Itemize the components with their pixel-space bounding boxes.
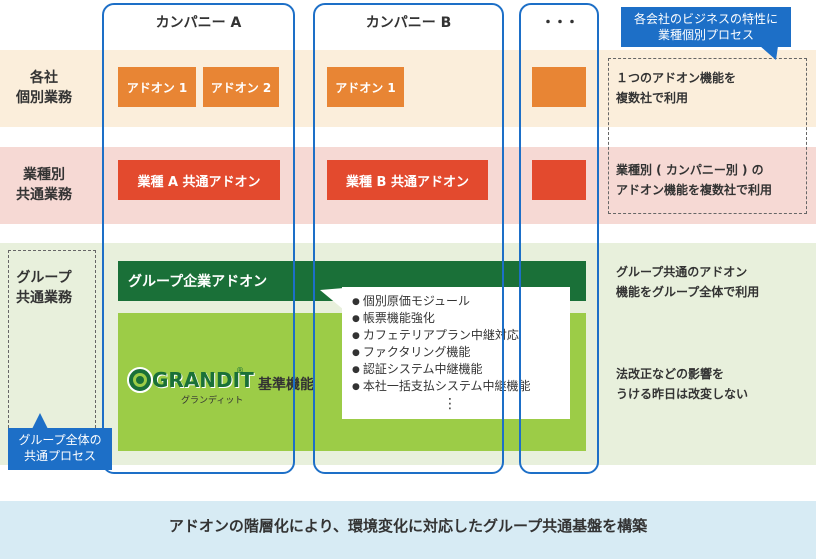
- base-function-label: 基準機能: [258, 377, 314, 393]
- other-company-title: ・・・: [541, 15, 579, 31]
- group-callout-pointer: [32, 413, 48, 429]
- addon-a1: アドオン 1: [118, 67, 196, 107]
- addon-a2: アドオン 2: [203, 67, 279, 107]
- company-b-column: [313, 3, 504, 474]
- addon-other: [532, 67, 586, 107]
- feature-item: ファクタリング機能: [352, 344, 560, 361]
- industry-addon-other: [532, 160, 586, 200]
- group-dashed-box: [8, 250, 96, 458]
- feature-item: 本社一括支払システム中継機能: [352, 378, 560, 395]
- feature-list-box: 個別原価モジュール 帳票機能強化 カフェテリアプラン中継対応 ファクタリング機能…: [342, 287, 570, 419]
- feature-item: 帳票機能強化: [352, 310, 560, 327]
- row-label-group: グループ 共通業務: [16, 270, 72, 306]
- feature-box-pointer: [320, 288, 344, 310]
- note-individual: １つのアドオン機能を 複数社で利用: [616, 71, 737, 105]
- note-law: 法改正などの影響を うける昨日は改変しない: [616, 367, 749, 401]
- industry-addon-a: 業種 A 共通アドオン: [118, 160, 280, 200]
- feature-more-ellipsis: ⋮: [443, 396, 457, 412]
- company-a-column: [102, 3, 295, 474]
- company-process-callout: 各会社のビジネスの特性に 業種個別プロセス: [621, 7, 791, 47]
- addon-b1: アドオン 1: [327, 67, 404, 107]
- industry-addon-b: 業種 B 共通アドオン: [327, 160, 488, 200]
- company-a-title: カンパニー A: [155, 15, 242, 31]
- grandit-logo-kana: グランディット: [181, 396, 244, 406]
- group-addon-label: グループ企業アドオン: [128, 274, 268, 290]
- row-label-individual: 各社 個別業務: [16, 70, 72, 106]
- note-industry: 業種別 ( カンパニー別 ) の アドオン機能を複数社で利用: [616, 163, 773, 197]
- footer-band: [0, 501, 816, 559]
- grandit-emblem-icon: [127, 367, 153, 393]
- feature-item: カフェテリアプラン中継対応: [352, 327, 560, 344]
- company-notes-dashed-box: [608, 58, 807, 214]
- company-callout-pointer: [760, 46, 778, 60]
- note-group: グループ共通のアドオン 機能をグループ全体で利用: [616, 265, 760, 299]
- footer-message: アドオンの階層化により、環境変化に対応したグループ共通基盤を構築: [168, 517, 648, 535]
- grandit-logo-text: GRANDIT: [152, 368, 254, 392]
- other-company-column: [519, 3, 599, 474]
- company-b-title: カンパニー B: [365, 15, 452, 31]
- grandit-logo: GRANDIT ® グランディット: [126, 366, 256, 406]
- feature-item: 個別原価モジュール: [352, 293, 560, 310]
- grandit-registered-mark: ®: [236, 366, 244, 375]
- feature-item: 認証システム中継機能: [352, 361, 560, 378]
- group-process-callout: グループ全体の 共通プロセス: [8, 428, 112, 470]
- row-label-industry: 業種別 共通業務: [16, 167, 72, 203]
